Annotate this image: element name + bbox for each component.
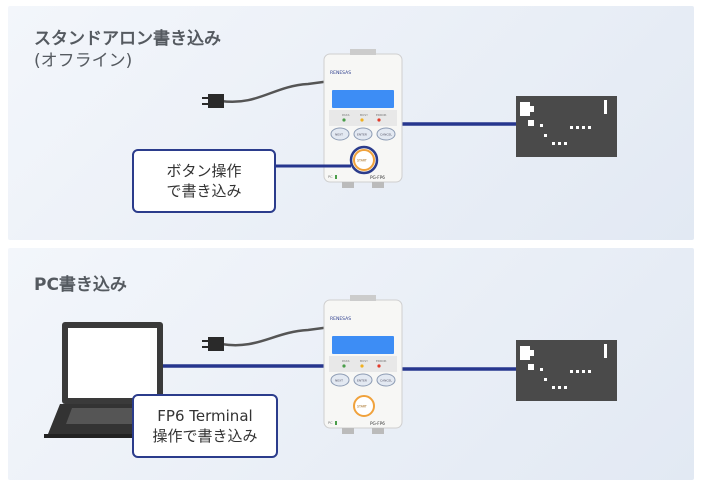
led-label-pass: PASS <box>342 113 350 117</box>
power-cable <box>220 324 339 347</box>
target-board <box>516 96 617 157</box>
power-plug <box>208 337 224 351</box>
pc-diagram: RENESAS PASS BUSY ERROR NEXT ENTER CANCE… <box>44 295 617 438</box>
device-brand: RENESAS <box>330 70 351 76</box>
next-button-label: NEXT <box>335 133 343 137</box>
pc-indicator-led <box>335 175 337 179</box>
next-button-label: NEXT <box>335 379 343 383</box>
terminal-operation-callout: FP6 Terminal 操作で書き込み <box>132 394 278 458</box>
standalone-diagram: RENESAS PASS BUSY ERROR NEXT ENTER CANCE… <box>202 49 617 188</box>
lcd-display <box>332 90 394 108</box>
pc-indicator-label: PC <box>328 175 333 179</box>
button-operation-callout: ボタン操作 で書き込み <box>132 149 276 213</box>
led-pass <box>342 118 346 122</box>
led-label-error: ERROR <box>376 113 387 117</box>
led-label-busy: BUSY <box>360 359 368 363</box>
pc-indicator-label: PC <box>328 421 333 425</box>
callout-line-1: ボタン操作 <box>166 162 242 180</box>
start-button[interactable] <box>353 149 375 171</box>
standalone-title: スタンドアロン書き込み <box>34 29 221 49</box>
led-label-busy: BUSY <box>360 113 368 117</box>
callout-line-2: 操作で書き込み <box>152 427 258 445</box>
device-brand: RENESAS <box>330 316 351 322</box>
led-error <box>377 364 381 368</box>
cancel-button[interactable] <box>376 373 396 387</box>
pc-panel: PC書き込み RENESAS PASS BUSY ERROR <box>8 248 694 480</box>
pc-title: PC書き込み <box>34 275 127 295</box>
standalone-subtitle: (オフライン) <box>34 51 133 71</box>
programmer-device: RENESAS PASS BUSY ERROR NEXT ENTER CANCE… <box>323 295 403 434</box>
led-label-pass: PASS <box>342 359 350 363</box>
power-plug <box>208 94 224 108</box>
power-cable <box>220 78 339 104</box>
enter-button-label: ENTER <box>357 133 367 137</box>
cancel-button-label: CANCEL <box>380 379 392 383</box>
next-button[interactable] <box>330 373 350 387</box>
led-busy <box>360 118 364 122</box>
device-model: PG-FP6 <box>370 421 385 426</box>
enter-button-label: ENTER <box>357 379 367 383</box>
callout-line-2: で書き込み <box>166 182 242 200</box>
led-error <box>377 118 381 122</box>
led-pass <box>342 364 346 368</box>
lcd-display <box>332 336 394 354</box>
enter-button[interactable] <box>353 373 373 387</box>
programmer-device: RENESAS PASS BUSY ERROR NEXT ENTER CANCE… <box>323 49 403 188</box>
enter-button[interactable] <box>353 127 373 141</box>
next-button[interactable] <box>330 127 350 141</box>
device-model: PG-FP6 <box>370 175 385 180</box>
start-button-label: START <box>357 159 367 163</box>
cancel-button[interactable] <box>376 127 396 141</box>
led-label-error: ERROR <box>376 359 387 363</box>
target-board <box>516 340 617 401</box>
laptop <box>44 322 166 438</box>
cancel-button-label: CANCEL <box>380 133 392 137</box>
start-button-label: START <box>357 405 367 409</box>
start-button[interactable] <box>353 395 375 417</box>
pc-indicator-led <box>335 421 337 425</box>
standalone-panel: スタンドアロン書き込み (オフライン) RENESAS PASS BUSY ER… <box>8 6 694 240</box>
callout-line-1: FP6 Terminal <box>157 407 253 425</box>
led-busy <box>360 364 364 368</box>
laptop-screen <box>68 328 157 398</box>
